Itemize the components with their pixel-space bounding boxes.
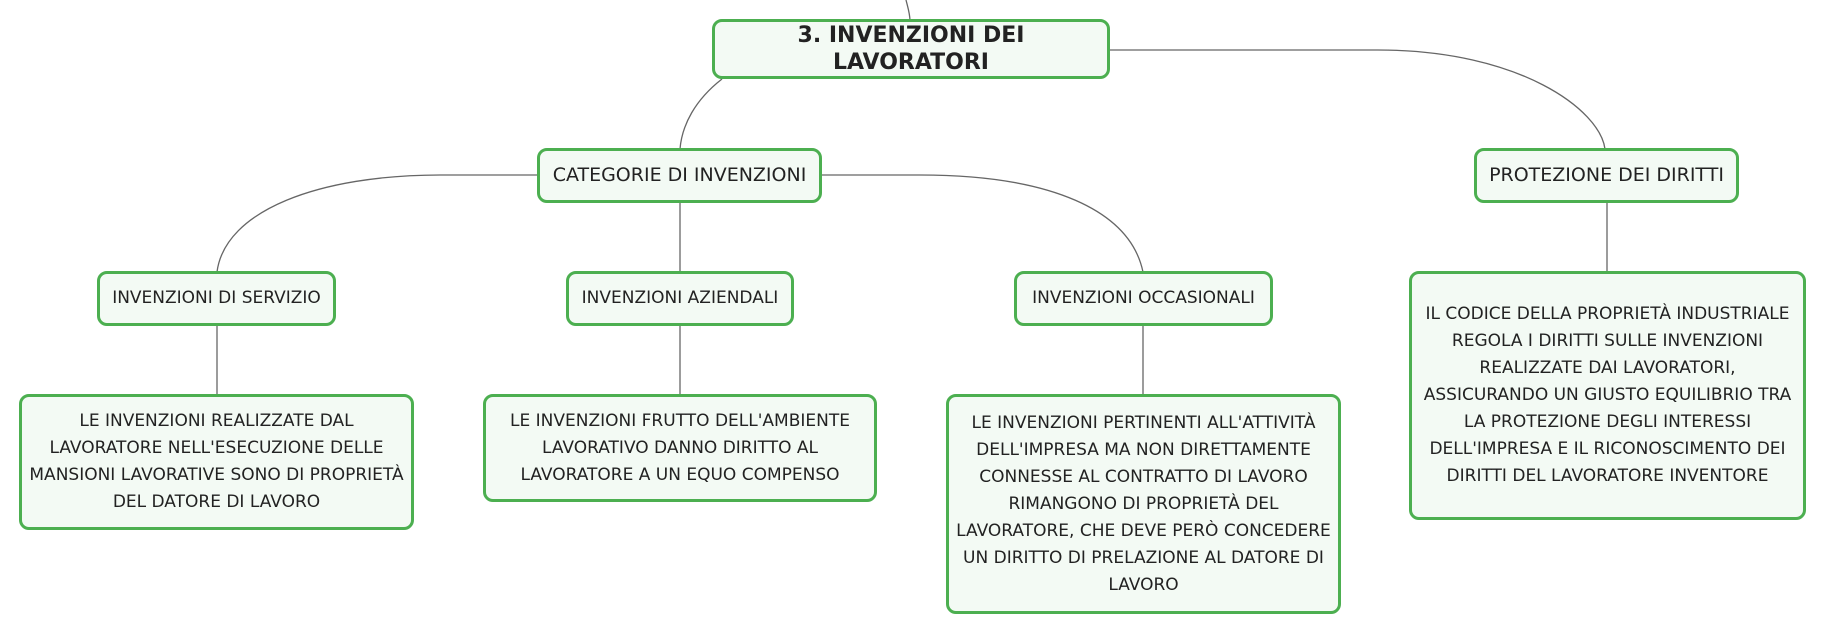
root-topic-node[interactable]: 3. INVENZIONI DEI LAVORATORI [712,19,1110,79]
corporate-label: INVENZIONI AZIENDALI [581,288,779,308]
connector-parent-root [905,0,911,22]
protection-label: PROTEZIONE DEI DIRITTI [1489,164,1724,186]
protection-detail-node[interactable]: IL CODICE DELLA PROPRIETÀ INDUSTRIALE RE… [1409,271,1806,520]
connector-categories-occasional [822,174,1144,273]
connector-categories-service [216,174,537,273]
corporate-detail-text: LE INVENZIONI FRUTTO DELL'AMBIENTE LAVOR… [510,410,850,485]
connector-root-protection [1110,49,1606,150]
categories-node[interactable]: CATEGORIE DI INVENZIONI [537,148,822,203]
occasional-detail-node[interactable]: LE INVENZIONI PERTINENTI ALL'ATTIVITÀ DE… [946,394,1341,614]
connector-root-categories [679,78,723,150]
occasional-label: INVENZIONI OCCASIONALI [1032,288,1255,308]
service-node[interactable]: INVENZIONI DI SERVIZIO [97,271,336,326]
corporate-node[interactable]: INVENZIONI AZIENDALI [566,271,794,326]
protection-node[interactable]: PROTEZIONE DEI DIRITTI [1474,148,1739,203]
service-label: INVENZIONI DI SERVIZIO [112,288,321,308]
service-detail-node[interactable]: LE INVENZIONI REALIZZATE DAL LAVORATORE … [19,394,414,530]
occasional-detail-text: LE INVENZIONI PERTINENTI ALL'ATTIVITÀ DE… [956,412,1331,595]
categories-label: CATEGORIE DI INVENZIONI [552,164,807,186]
corporate-detail-node[interactable]: LE INVENZIONI FRUTTO DELL'AMBIENTE LAVOR… [483,394,877,502]
protection-detail-text: IL CODICE DELLA PROPRIETÀ INDUSTRIALE RE… [1423,304,1792,486]
service-detail-text: LE INVENZIONI REALIZZATE DAL LAVORATORE … [29,411,404,512]
occasional-node[interactable]: INVENZIONI OCCASIONALI [1014,271,1273,326]
root-topic-label: 3. INVENZIONI DEI LAVORATORI [797,23,1025,75]
